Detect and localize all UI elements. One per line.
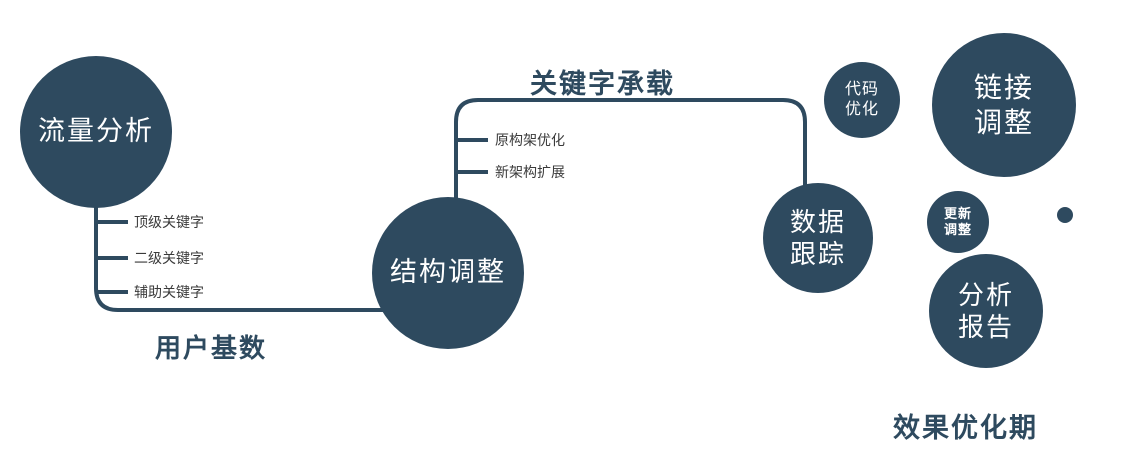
- node-link-line1: 链接: [973, 72, 1034, 103]
- node-report-line2: 报告: [957, 312, 1014, 342]
- node-code-optimize: 代码 优化: [824, 62, 900, 138]
- node-update-adjust: 更新 调整: [927, 191, 989, 253]
- edge-keyword-carry-line: [454, 98, 807, 200]
- node-structure-label: 结构调整: [390, 257, 506, 288]
- branch-label-aux-keyword: 辅助关键字: [134, 284, 204, 300]
- node-update-line2: 调整: [943, 222, 972, 237]
- branch-label-new-arch: 新架构扩展: [495, 164, 565, 180]
- branch-label-original-arch: 原构架优化: [495, 132, 565, 148]
- edge-label-keyword-carry: 关键字承载: [530, 69, 675, 99]
- node-tracking-line2: 跟踪: [789, 239, 846, 269]
- small-dot-marker: [1057, 207, 1073, 223]
- node-link-line2: 调整: [973, 107, 1034, 138]
- edge-user-base-line: [94, 190, 386, 312]
- node-data-tracking: 数据 跟踪: [763, 183, 873, 293]
- node-update-line1: 更新: [943, 205, 972, 221]
- node-analysis-report: 分析 报告: [929, 254, 1043, 368]
- footer-phase-label: 效果优化期: [893, 413, 1038, 443]
- node-report-line1: 分析: [957, 279, 1014, 310]
- node-code-line2: 优化: [844, 101, 879, 118]
- node-structure-adjust: 结构调整: [372, 197, 524, 349]
- node-traffic-analysis: 流量分析: [20, 56, 172, 208]
- node-link-adjust: 链接 调整: [932, 33, 1076, 177]
- branch-label-second-keyword: 二级关键字: [134, 250, 204, 266]
- node-tracking-line1: 数据: [789, 206, 846, 237]
- branch-label-top-keyword: 顶级关键字: [134, 214, 204, 230]
- edge-label-user-base: 用户基数: [155, 333, 268, 363]
- node-traffic-label: 流量分析: [38, 116, 154, 147]
- node-code-line1: 代码: [844, 81, 879, 98]
